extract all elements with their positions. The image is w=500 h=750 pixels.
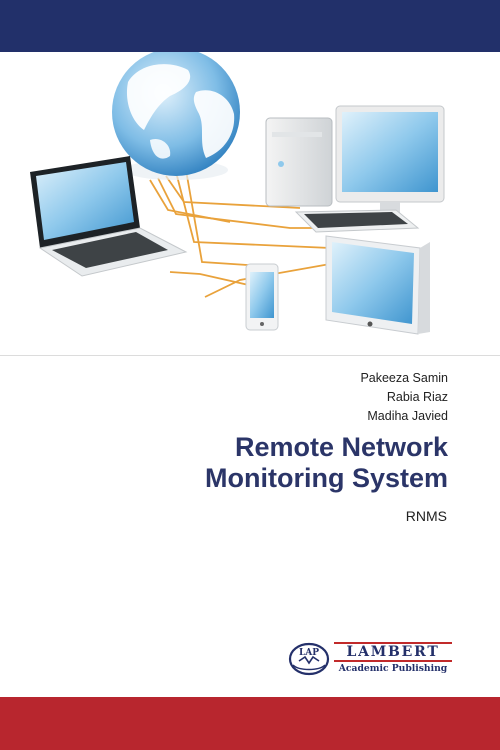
top-color-band (0, 0, 500, 52)
book-title-line: Remote Network (234, 432, 448, 462)
globe-icon (112, 52, 240, 180)
publisher-logo: LAP LAMBERT Academic Publishing (287, 641, 455, 677)
smartphone-icon (245, 263, 279, 331)
cover-illustration (0, 52, 500, 355)
author-list: Pakeeza Samin Rabia Riaz Madiha Javied (360, 369, 448, 426)
desktop-computer-icon (265, 105, 445, 233)
svg-text:LAP: LAP (299, 648, 319, 658)
bottom-color-band (0, 697, 500, 750)
publisher-subtitle: Academic Publishing (338, 663, 448, 674)
book-title: Remote Network Monitoring System (128, 432, 448, 494)
lap-seal-icon: LAP (288, 642, 330, 676)
author-name: Pakeeza Samin (360, 371, 448, 385)
laptop-icon (30, 156, 188, 277)
book-title-line: Monitoring System (204, 463, 448, 493)
illustration-divider (0, 355, 500, 356)
author-name: Rabia Riaz (386, 390, 448, 404)
tablet-icon (325, 235, 430, 335)
publisher-brand: LAMBERT (334, 642, 452, 662)
author-name: Madiha Javied (367, 409, 448, 423)
book-subtitle: RNMS (405, 508, 447, 524)
